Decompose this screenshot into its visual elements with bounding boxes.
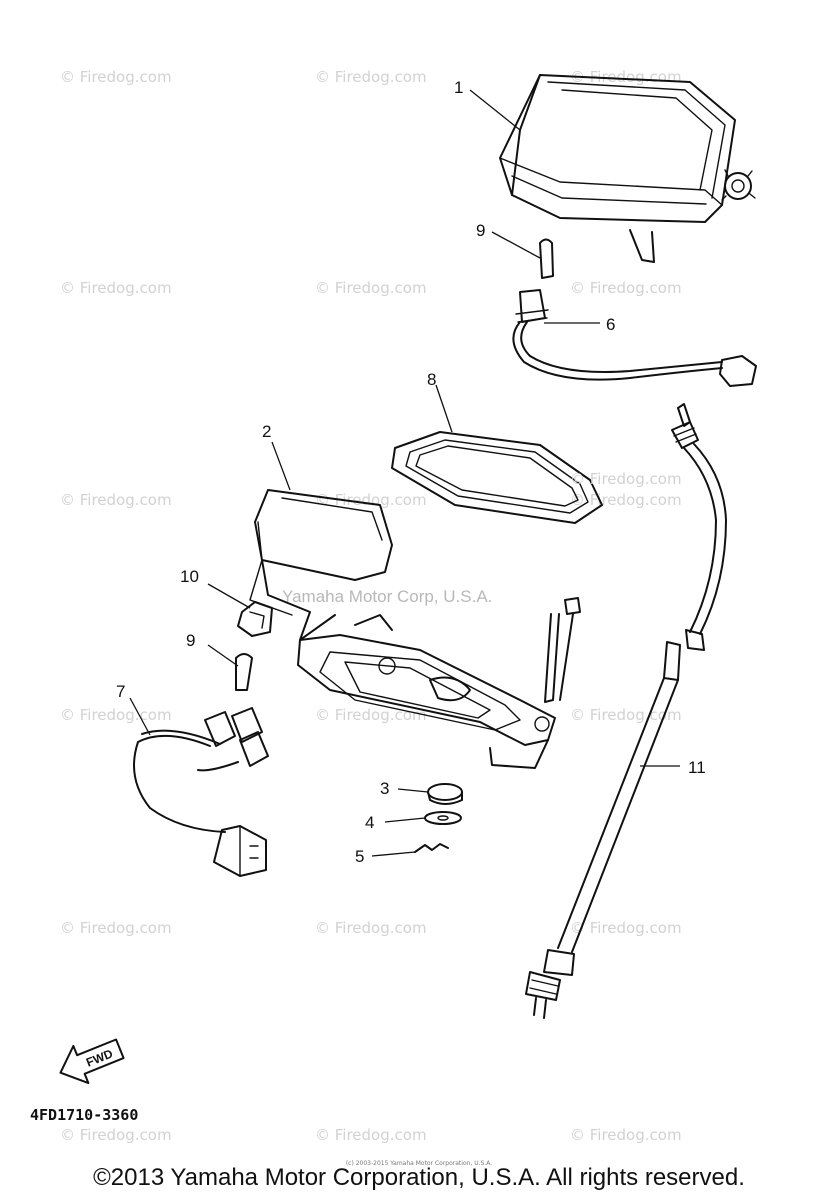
part-6-socket-cord [512, 289, 757, 387]
bolt [544, 597, 581, 703]
watermark: © Firedog.com [315, 491, 427, 509]
watermark: © Firedog.com [315, 919, 427, 937]
callout-6: 6 [606, 315, 615, 334]
part-9-bulb-top [539, 238, 554, 279]
part-2-meter-assembly [249, 489, 556, 769]
watermark: © Firedog.com [60, 706, 172, 724]
part-5-clip [414, 843, 449, 853]
leader-8 [435, 384, 453, 433]
leader-4 [384, 817, 426, 823]
part-3-damper [427, 783, 463, 805]
copyright-notice: ©2013 Yamaha Motor Corporation, U.S.A. A… [93, 1164, 745, 1191]
callout-11: 11 [688, 758, 706, 777]
callout-1: 1 [454, 78, 463, 97]
watermark: © Firedog.com [315, 279, 427, 297]
watermark: © Firedog.com [60, 279, 172, 297]
callout-3: 3 [380, 779, 389, 798]
watermark: © Firedog.com [60, 491, 172, 509]
leader-9-middle [207, 644, 239, 667]
watermark: © Firedog.com [570, 1126, 682, 1144]
watermark: © Firedog.com [570, 470, 682, 488]
callout-5: 5 [355, 847, 364, 866]
watermark: © Firedog.com [570, 706, 682, 724]
leader-9-top [491, 231, 541, 259]
watermark: © Firedog.com [315, 1126, 427, 1144]
callout-4: 4 [365, 813, 374, 832]
watermark: © Firedog.com [315, 68, 427, 86]
watermark: © Firedog.com [570, 919, 682, 937]
part-11-cable [525, 403, 727, 1019]
watermark: © Firedog.com [60, 919, 172, 937]
watermark-layer: © Firedog.com © Firedog.com © Firedog.co… [60, 68, 682, 1144]
part-10-grommet [237, 601, 273, 637]
watermark: © Firedog.com [60, 68, 172, 86]
watermark: © Firedog.com [570, 68, 682, 86]
part-1-speedometer [499, 74, 756, 263]
callout-2: 2 [262, 422, 271, 441]
leader-10 [207, 583, 251, 609]
leader-3 [397, 788, 429, 793]
fwd-arrow-icon: FWD [59, 1038, 125, 1085]
callout-8: 8 [427, 370, 436, 389]
callout-9-middle: 9 [186, 631, 195, 650]
center-watermark: Yamaha Motor Corp, U.S.A. [282, 587, 492, 606]
watermark: © Firedog.com [60, 1126, 172, 1144]
watermark: © Firedog.com [570, 279, 682, 297]
tiny-credit: (c) 2003-2015 Yamaha Motor Corporation, … [345, 1160, 493, 1167]
diagram-code: 4FD1710-3360 [30, 1106, 138, 1124]
leader-5 [371, 851, 416, 857]
callout-10: 10 [180, 567, 199, 586]
leader-7 [129, 697, 151, 736]
part-9-bulb-middle [235, 653, 253, 691]
part-8-gasket [391, 431, 603, 524]
part-7-harness [133, 707, 269, 877]
part-4-washer [424, 811, 462, 825]
leader-1 [469, 89, 521, 131]
watermark: © Firedog.com [315, 706, 427, 724]
leader-2 [271, 441, 291, 491]
callout-9-top: 9 [476, 221, 485, 240]
callout-7: 7 [116, 682, 125, 701]
